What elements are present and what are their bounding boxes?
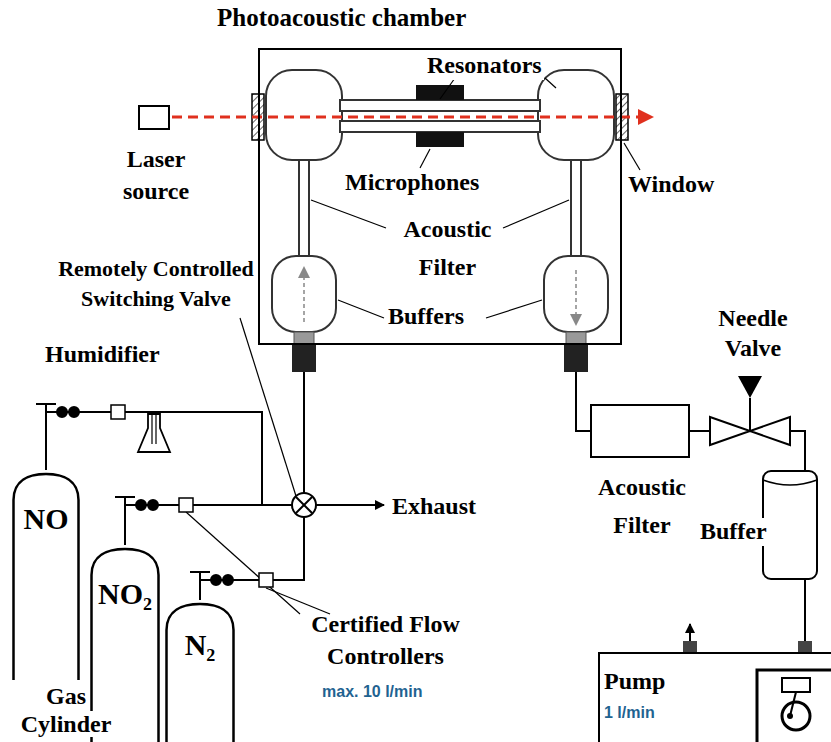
buffer-volume [272,256,336,332]
gas-line [200,345,304,600]
gas-cylinder: NO [12,470,80,678]
node-label: N₂ [165,628,235,663]
part-label: Acoustic Filter [385,210,510,286]
pump-housing: Pump 1 l/min [598,652,831,742]
part-label: Humidifier [45,340,160,369]
node-label: Acoustic Filter [567,468,717,544]
resonator-bulb [538,70,614,160]
part-label: Remotely Controlled Switching Valve [20,254,292,314]
node-label: Laser source [102,143,210,207]
acoustic-filter-box: Acoustic Filter [590,404,690,458]
laser-source: Laser source [138,105,170,130]
chamber-housing: Photoacoustic chamber [258,48,622,345]
part-label: Exhaust [392,492,476,521]
pump-port [798,641,812,652]
buffer-volume [544,256,608,332]
part-label: Buffers [388,302,464,331]
gas-fitting [564,345,588,372]
part-label: Resonators [425,51,544,80]
gas-cylinder: N₂ [165,600,235,742]
laser-beam [172,116,640,119]
humidifier-flask [138,414,170,452]
resonator-tube [340,100,540,111]
node-label: 1 l/min [604,704,655,722]
part-label: Microphones [345,168,479,197]
resonator-bulb [266,70,342,160]
gas-line [125,345,304,545]
microphone [416,132,464,147]
switching-valve [292,493,316,517]
node-label: NO [12,502,80,537]
node-outline [12,470,80,678]
node-label: Pump [604,668,665,696]
microphone [416,85,464,100]
gas-fitting [292,345,316,372]
resonator-tube [340,121,540,132]
pump-port [683,641,697,652]
node-outline [165,600,235,742]
buffer-vessel: Buffer [762,470,818,580]
part-label: Window [628,170,714,199]
gas-line [46,345,304,505]
spec-note: max. 10 l/min [322,682,423,701]
node-label: Buffer [698,518,769,546]
leader-lines [186,78,640,614]
part-label: Gas Cylinder [8,682,124,738]
part-label: Needle Valve [698,303,808,363]
label-patch: Gas Cylinder [18,683,115,737]
exhaust-line [316,504,384,506]
node-label: Photoacoustic chamber [217,4,466,33]
node-label: NO₂ [90,577,160,612]
node-outline [762,470,818,580]
pump-mechanism [757,670,831,742]
part-label: Certified Flow Controllers [278,608,493,672]
